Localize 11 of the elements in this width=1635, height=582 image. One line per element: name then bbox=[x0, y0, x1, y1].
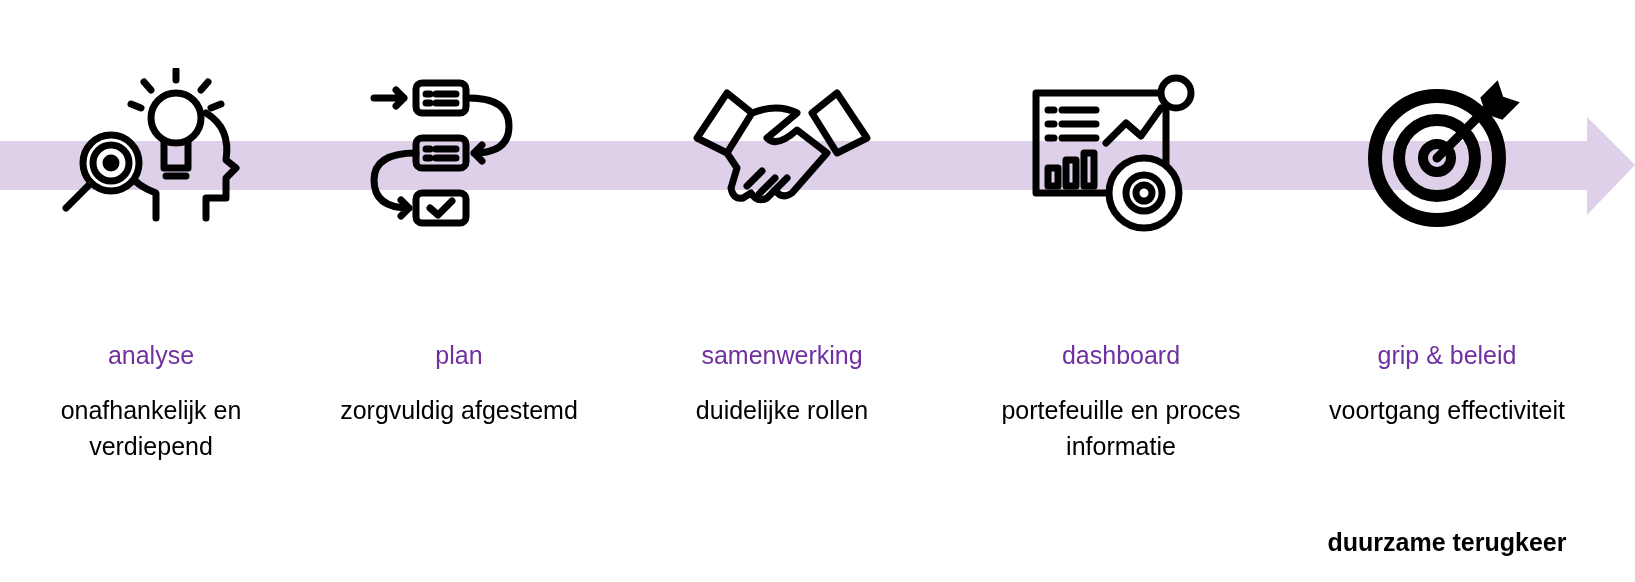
step-heading: dashboard bbox=[1061, 340, 1181, 370]
step-heading: analyse bbox=[107, 340, 195, 370]
step-heading: plan bbox=[435, 340, 483, 370]
step-description: duidelijke rollen bbox=[695, 395, 869, 426]
step-description: onafhankelijk en verdiepend bbox=[59, 395, 243, 462]
step-description: voortgang effectiviteit bbox=[1329, 395, 1565, 426]
step-heading: grip & beleid bbox=[1377, 340, 1517, 370]
step-heading: samenwerking bbox=[701, 340, 863, 370]
outcome-label: duurzame terugkeer bbox=[1326, 528, 1568, 557]
step-description: portefeuille en proces informatie bbox=[1001, 395, 1241, 462]
step-description: zorgvuldig afgestemd bbox=[340, 395, 578, 426]
